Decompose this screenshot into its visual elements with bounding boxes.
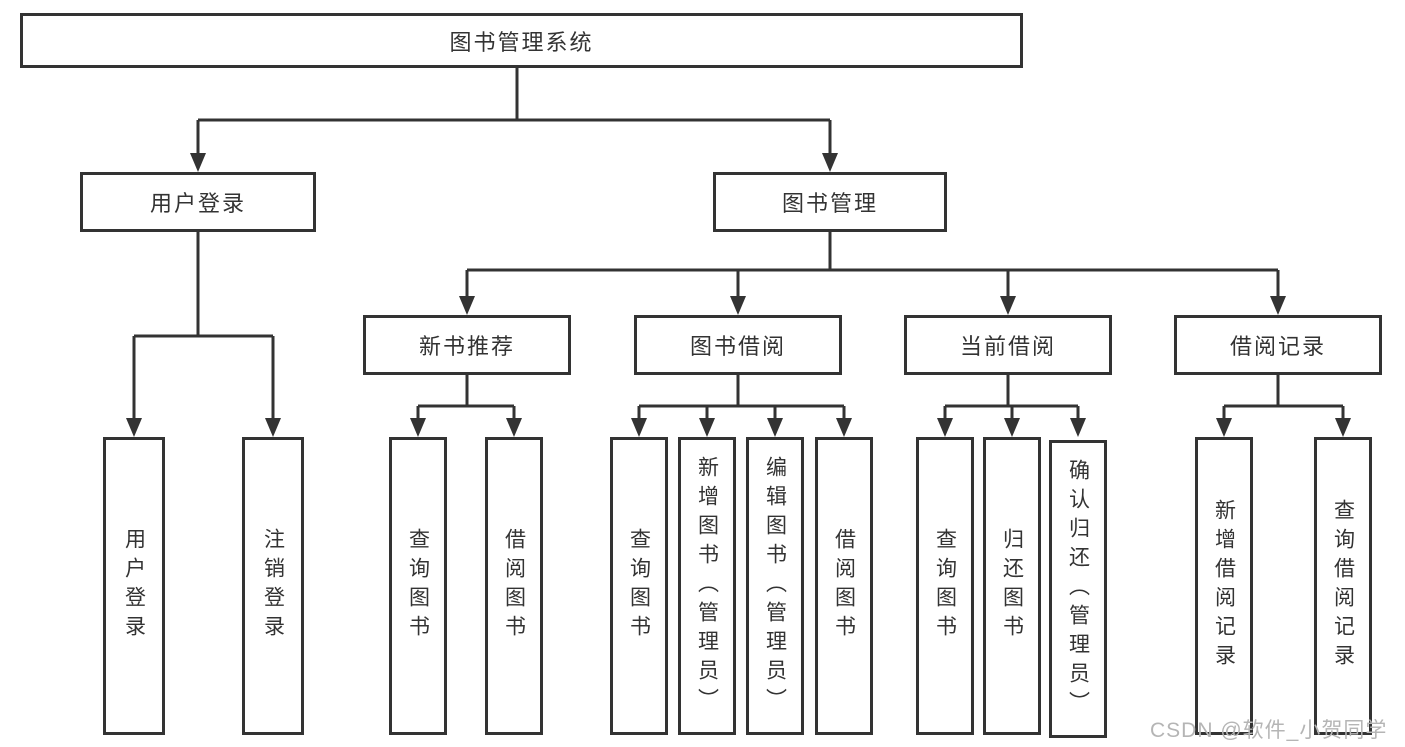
leaf-edit-books-admin: 编辑图书（管理员） <box>746 437 804 735</box>
leaf-logout: 注销登录 <box>242 437 304 735</box>
arrowhead-icon <box>410 418 426 437</box>
leaf-borrow-books-recommend: 借阅图书 <box>485 437 543 735</box>
leaf-label: 编辑图书（管理员） <box>763 455 787 717</box>
leaf-label: 确认归还（管理员） <box>1066 458 1090 720</box>
leaf-query-books-borrowing: 查询图书 <box>610 437 668 735</box>
arrowhead-icon <box>699 418 715 437</box>
leaf-label: 借阅图书 <box>832 528 856 644</box>
csdn-watermark: CSDN @软件_小贺同学 <box>1150 719 1388 742</box>
arrowhead-icon <box>937 418 953 437</box>
leaf-label: 借阅图书 <box>502 528 526 644</box>
node-user-login: 用户登录 <box>80 172 316 232</box>
arrowhead-icon <box>631 418 647 437</box>
leaf-label: 查询图书 <box>627 528 651 644</box>
arrowhead-icon <box>1004 418 1020 437</box>
node-new-book-recommendation: 新书推荐 <box>363 315 571 375</box>
leaf-add-borrow-record: 新增借阅记录 <box>1195 437 1253 735</box>
leaf-return-books: 归还图书 <box>983 437 1041 735</box>
leaf-query-books-recommend: 查询图书 <box>389 437 447 735</box>
leaf-user-login: 用户登录 <box>103 437 165 735</box>
leaf-confirm-return-admin: 确认归还（管理员） <box>1049 440 1107 738</box>
node-borrowing-records: 借阅记录 <box>1174 315 1382 375</box>
arrowhead-icon <box>767 418 783 437</box>
leaf-label: 新增借阅记录 <box>1212 499 1236 673</box>
node-label: 新书推荐 <box>418 334 515 359</box>
leaf-label: 查询图书 <box>406 528 430 644</box>
leaf-label: 用户登录 <box>122 528 146 644</box>
connector-path <box>132 68 1345 421</box>
arrowhead-icon <box>506 418 522 437</box>
node-label: 用户登录 <box>149 191 246 216</box>
leaf-borrow-books: 借阅图书 <box>815 437 873 735</box>
arrowhead-icon <box>1216 418 1232 437</box>
arrowhead-icon <box>822 153 838 172</box>
arrowhead-icon <box>126 418 142 437</box>
arrowhead-icon <box>1270 296 1286 315</box>
arrowhead-icon <box>190 153 206 172</box>
leaf-label: 查询借阅记录 <box>1331 499 1355 673</box>
node-book-borrowing: 图书借阅 <box>634 315 842 375</box>
node-current-borrowing: 当前借阅 <box>904 315 1112 375</box>
arrowhead-icon <box>730 296 746 315</box>
node-label: 当前借阅 <box>959 334 1056 359</box>
leaf-label: 查询图书 <box>933 528 957 644</box>
node-label: 借阅记录 <box>1229 334 1326 359</box>
leaf-add-books-admin: 新增图书（管理员） <box>678 437 736 735</box>
node-label: 图书管理系统 <box>449 29 594 55</box>
arrowhead-icon <box>265 418 281 437</box>
arrowhead-icon <box>459 296 475 315</box>
arrowhead-icon <box>836 418 852 437</box>
leaf-label: 新增图书（管理员） <box>695 455 719 717</box>
leaf-label: 归还图书 <box>1000 528 1024 644</box>
arrowhead-icon <box>1070 418 1086 437</box>
node-root-library-management-system: 图书管理系统 <box>20 13 1023 68</box>
leaf-query-books-current: 查询图书 <box>916 437 974 735</box>
arrowhead-icon <box>1335 418 1351 437</box>
arrowhead-icons <box>126 153 1351 437</box>
node-label: 图书管理 <box>781 191 878 216</box>
leaf-query-borrow-record: 查询借阅记录 <box>1314 437 1372 735</box>
node-book-management: 图书管理 <box>713 172 947 232</box>
arrowhead-icon <box>1000 296 1016 315</box>
node-label: 图书借阅 <box>689 334 786 359</box>
leaf-label: 注销登录 <box>261 528 285 644</box>
